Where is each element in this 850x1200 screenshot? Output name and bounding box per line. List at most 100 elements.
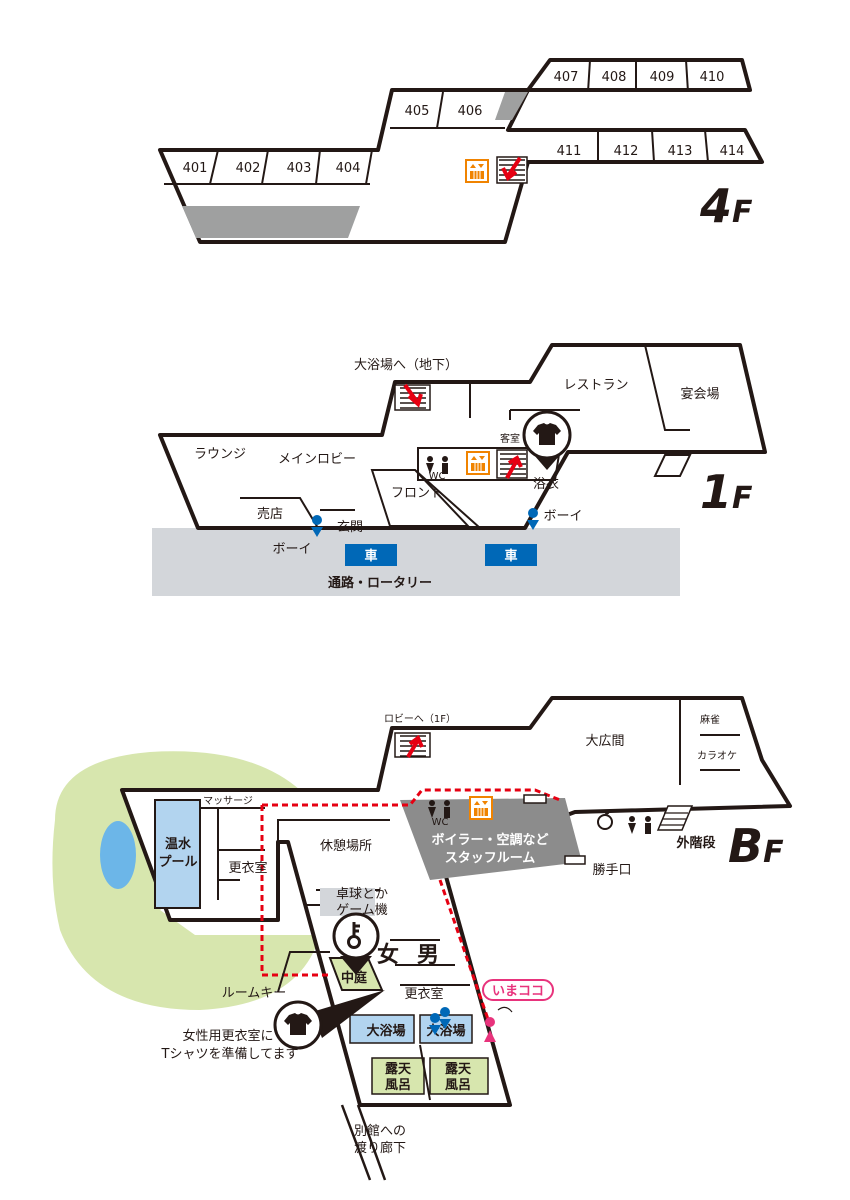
bath-left: [349, 1014, 415, 1044]
stairs-up-icon: [496, 449, 528, 479]
karaoke-label: カラオケ: [697, 750, 737, 762]
room-414: 414: [720, 144, 745, 159]
svg-text:WC: WC: [432, 817, 449, 828]
stairs-icon: [496, 156, 528, 184]
front-desk: [370, 469, 471, 527]
you-are-here: いまココ: [482, 979, 554, 1042]
front-label: フロント: [391, 486, 443, 501]
changing-room-label: 更衣室: [404, 986, 443, 1002]
elevator-icon: [469, 796, 493, 820]
current-location-icon: [485, 1017, 495, 1027]
floor-bf: WC ロビーへ（1F） 大広間 麻雀 カラオケ マッサージ 温水 プール 更衣室…: [52, 696, 792, 1181]
floor-1f-label: 1F: [700, 465, 753, 519]
now-here-label: いまココ: [492, 984, 544, 999]
staff-label-1: ボイラー・空調など: [431, 832, 548, 848]
floor-bf-label: BF: [728, 819, 784, 873]
to-lobby-label: ロビーへ（1F）: [384, 713, 456, 725]
heated-pool: [154, 799, 201, 909]
outer-stairs-icon: [656, 805, 694, 831]
room-413: 413: [668, 144, 693, 159]
changing-pool-label: 更衣室: [228, 860, 267, 876]
pond: [100, 821, 136, 889]
women-label: 女: [377, 942, 399, 968]
game-area: [320, 888, 375, 916]
tshirt-icon: [522, 410, 572, 460]
elevator-icon: [466, 451, 490, 475]
tshirt-pin: [273, 990, 385, 1050]
restroom-icon: WC: [426, 456, 448, 482]
car-left: 車: [345, 544, 397, 566]
staff-label-2: スタッフルーム: [445, 851, 536, 866]
to-bath-label: 大浴場へ（地下）: [354, 358, 458, 373]
room-408: 408: [602, 70, 627, 85]
route-line-2: [438, 879, 492, 1026]
rotenburo-left-label-2: 風呂: [385, 1078, 411, 1093]
room-402: 402: [236, 161, 261, 176]
back-door-label: 勝手口: [592, 863, 631, 878]
room-403: 403: [287, 161, 312, 176]
stairs-down-icon: [394, 383, 431, 411]
banquet-label: 宴会場: [680, 386, 719, 402]
back-door: [564, 855, 586, 865]
floor-1f-outline: [158, 343, 767, 530]
room-410: 410: [700, 70, 725, 85]
hall-label: 大広間: [585, 734, 624, 749]
shop-label: 売店: [257, 506, 283, 522]
room-406: 406: [458, 104, 483, 119]
stairs-up-icon: [394, 732, 431, 759]
staff-room: [400, 798, 582, 880]
rotenburo-left: [371, 1057, 425, 1095]
door: [523, 794, 547, 804]
route-line: [260, 788, 561, 977]
room-407: 407: [554, 70, 579, 85]
tshirt-icon: [273, 1000, 323, 1050]
massage-label: マッサージ: [203, 795, 253, 807]
room-key-label: ルームキー: [222, 986, 287, 1001]
rotenburo-left-label-1: 露天: [385, 1062, 412, 1077]
road-label: 通路・ロータリー: [328, 575, 432, 591]
accessible-restroom-icon: [597, 809, 651, 834]
room-404: 404: [336, 161, 361, 176]
mahjong-label: 麻雀: [700, 713, 720, 726]
svg-text:車: 車: [364, 548, 377, 564]
yukata-pin: [522, 410, 572, 470]
room-401: 401: [183, 161, 208, 176]
guest-room-label: 客室: [500, 432, 520, 445]
floor-4f-outline: [158, 58, 764, 244]
key-icon: [347, 922, 361, 949]
elevator-icon: [465, 159, 489, 183]
boy-left-label: ボーイ: [272, 542, 311, 557]
rest-area-label: 休憩場所: [320, 838, 372, 854]
courtyard-label: 中庭: [341, 970, 368, 986]
room-405: 405: [405, 104, 430, 119]
lounge-label: ラウンジ: [194, 447, 246, 462]
road-rotary: [152, 528, 680, 596]
annex-label-2: 渡り廊下: [354, 1140, 406, 1156]
pool-label-1: 温水: [165, 836, 192, 852]
boy-right-label: ボーイ: [543, 509, 582, 524]
storage-area: [182, 206, 360, 238]
room-412: 412: [614, 144, 639, 159]
tshirt-note-1: 女性用更衣室に: [182, 1028, 273, 1044]
room-409: 409: [650, 70, 675, 85]
car-right: 車: [485, 544, 537, 566]
svg-text:車: 車: [504, 548, 517, 564]
down-arrow-icon: [501, 156, 522, 182]
annex-label-1: 別館への: [354, 1124, 406, 1139]
rotenburo-right-label-1: 露天: [445, 1062, 472, 1077]
men-label: 男: [417, 943, 439, 968]
storage-area-2: [495, 92, 528, 120]
svg-text:WC: WC: [429, 471, 446, 482]
restroom-icon: WC: [428, 800, 450, 828]
bath-left-label: 大浴場: [366, 1023, 405, 1039]
yukata-label: 浴衣: [533, 476, 559, 492]
floor-1f: WC 大浴場へ（地下） レストラン 宴会場 ラウンジ メインロビー 客室 フロン…: [152, 343, 767, 596]
room-key-pin: [332, 912, 380, 975]
room-411: 411: [557, 144, 582, 159]
outer-stairs-label: 外階段: [675, 835, 715, 851]
floor-4f-label: 4F: [699, 179, 753, 233]
rotenburo-right-label-2: 風呂: [445, 1078, 471, 1093]
pingpong-label-1: 卓球とか: [336, 887, 388, 902]
restaurant-label: レストラン: [563, 378, 628, 393]
floor-4f: 401 402 403 404 405 406 407 408 409 410 …: [158, 58, 764, 244]
